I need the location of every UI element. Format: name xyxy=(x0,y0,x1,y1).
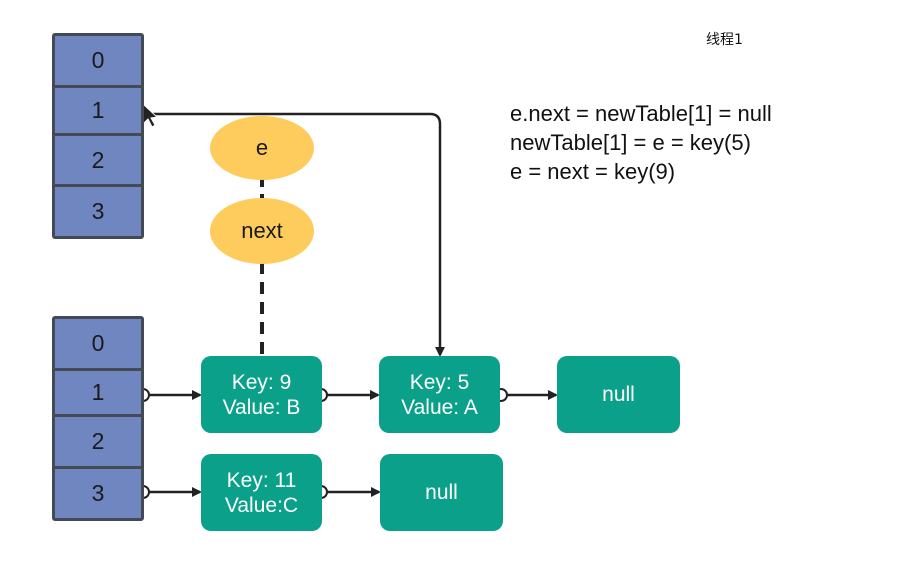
new-table-bucket-1: 1 xyxy=(55,88,141,133)
new-table-bucket-2: 2 xyxy=(55,136,141,184)
old-table-bucket-3: 3 xyxy=(55,469,141,518)
node-null-2: null xyxy=(380,454,503,531)
node-key-label: Key: 9 xyxy=(231,370,292,394)
node-value-label: Value: A xyxy=(401,395,478,419)
thread-label: 线程1 xyxy=(706,32,743,48)
code-line: e.next = newTable[1] = null xyxy=(510,101,772,126)
pointer-e: e xyxy=(210,116,314,180)
node-value-label: Value: B xyxy=(222,395,301,419)
node-key5: Key: 5 Value: A xyxy=(379,356,500,433)
node-key11: Key: 11 Value:C xyxy=(201,454,322,531)
new-table-bucket-0: 0 xyxy=(55,36,141,85)
node-key9: Key: 9 Value: B xyxy=(201,356,322,433)
code-block: e.next = newTable[1] = null newTable[1] … xyxy=(510,99,772,186)
code-line: newTable[1] = e = key(5) xyxy=(510,130,751,155)
node-key-label: Key: 11 xyxy=(226,468,297,492)
old-table-bucket-1: 1 xyxy=(55,371,141,414)
old-table-bucket-0: 0 xyxy=(55,319,141,368)
code-line: e = next = key(9) xyxy=(510,159,676,184)
new-table-bucket-3: 3 xyxy=(55,187,141,236)
null-label: null xyxy=(602,383,635,406)
node-value-label: Value:C xyxy=(224,493,299,517)
null-label: null xyxy=(425,481,458,504)
old-table-bucket-2: 2 xyxy=(55,417,141,466)
pointer-next: next xyxy=(210,198,314,264)
node-null-1: null xyxy=(557,356,680,433)
mouse-cursor-icon xyxy=(142,102,159,128)
node-key-label: Key: 5 xyxy=(409,370,470,394)
arrow-newtable1-to-key5 xyxy=(143,112,445,357)
